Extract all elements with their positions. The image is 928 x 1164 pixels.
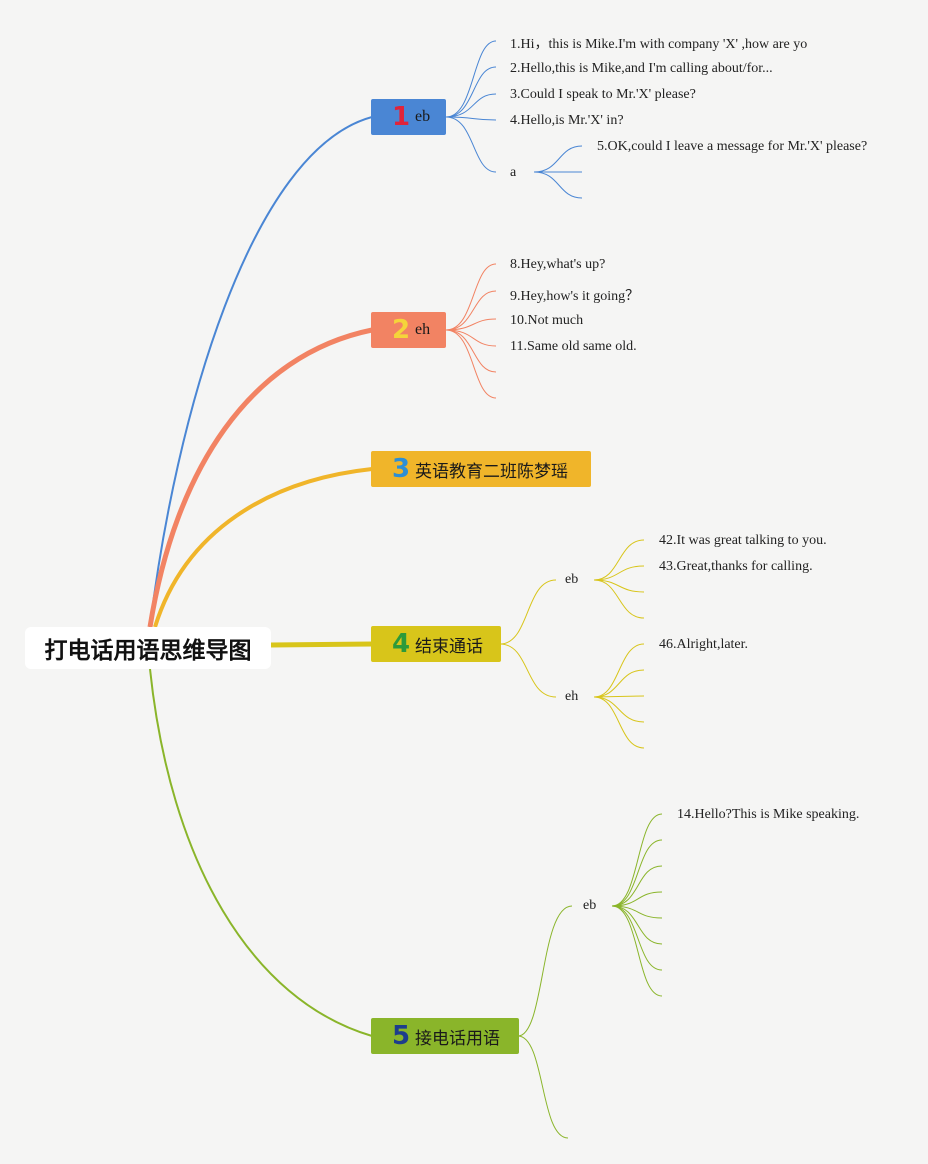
- branch-1-node[interactable]: 1 eb: [371, 99, 446, 135]
- branch-label: 结束通话: [415, 636, 483, 657]
- branch-3-node[interactable]: 3 英语教育二班陈梦瑶: [371, 451, 591, 487]
- branch-label: 接电话用语: [415, 1028, 500, 1049]
- branch-5-node[interactable]: 5 接电话用语: [371, 1018, 519, 1054]
- branch-label: eb: [415, 108, 431, 125]
- subtopic-label[interactable]: eb: [565, 572, 579, 587]
- branch-number-3: 3: [391, 454, 411, 484]
- branch-5-fan: [517, 813, 663, 1139]
- branch-number-2: 2: [391, 315, 411, 345]
- root-topic[interactable]: 打电话用语思维导图: [25, 627, 271, 669]
- subtopic-label[interactable]: a: [510, 165, 517, 180]
- leaf-text[interactable]: 3.Could I speak to Mr.'X' please?: [510, 87, 696, 102]
- leaf-text[interactable]: 46.Alright,later.: [659, 637, 749, 652]
- branch-label: eh: [415, 321, 431, 338]
- leaf-text[interactable]: 42.It was great talking to you.: [659, 533, 827, 548]
- leaf-text[interactable]: 43.Great,thanks for calling.: [659, 559, 813, 574]
- branch-number-4: 4: [391, 629, 411, 659]
- branch-4-node[interactable]: 4 结束通话: [371, 626, 501, 662]
- subtopic-label[interactable]: eb: [583, 898, 597, 913]
- leaf-text[interactable]: 2.Hello,this is Mike,and I'm calling abo…: [510, 61, 773, 76]
- leaf-text[interactable]: 10.Not much: [510, 313, 584, 328]
- branch-4-fan: [499, 539, 645, 749]
- leaf-text[interactable]: 4.Hello,is Mr.'X' in?: [510, 113, 624, 128]
- connector-root-to-branch-3: [153, 467, 373, 628]
- leaf-text[interactable]: 8.Hey,what's up?: [510, 257, 606, 272]
- connector-root-to-branch-1: [149, 116, 373, 628]
- leaf-text[interactable]: 11.Same old same old.: [510, 339, 637, 354]
- branch-2-fan: [445, 263, 497, 399]
- branch-number-1: 1: [391, 102, 411, 132]
- subtopic-label[interactable]: eh: [565, 689, 579, 704]
- connector-root-to-branch-4: [270, 641, 373, 648]
- leaf-text[interactable]: 5.OK,could I leave a message for Mr.'X' …: [597, 139, 868, 154]
- leaf-text[interactable]: 14.Hello?This is Mike speaking.: [677, 807, 860, 822]
- branch-2-node[interactable]: 2 eh: [371, 312, 446, 348]
- connector-root-to-branch-2: [147, 327, 373, 628]
- branch-number-5: 5: [391, 1021, 411, 1051]
- root-title: 打电话用语思维导图: [44, 638, 252, 664]
- connector-root-to-branch-5: [149, 668, 373, 1037]
- leaf-text[interactable]: 9.Hey,how's it going？: [510, 289, 640, 304]
- branch-1-fan: [445, 40, 583, 199]
- leaf-text[interactable]: 1.Hi，this is Mike.I'm with company 'X' ,…: [510, 37, 808, 52]
- branch-label: 英语教育二班陈梦瑶: [415, 461, 568, 482]
